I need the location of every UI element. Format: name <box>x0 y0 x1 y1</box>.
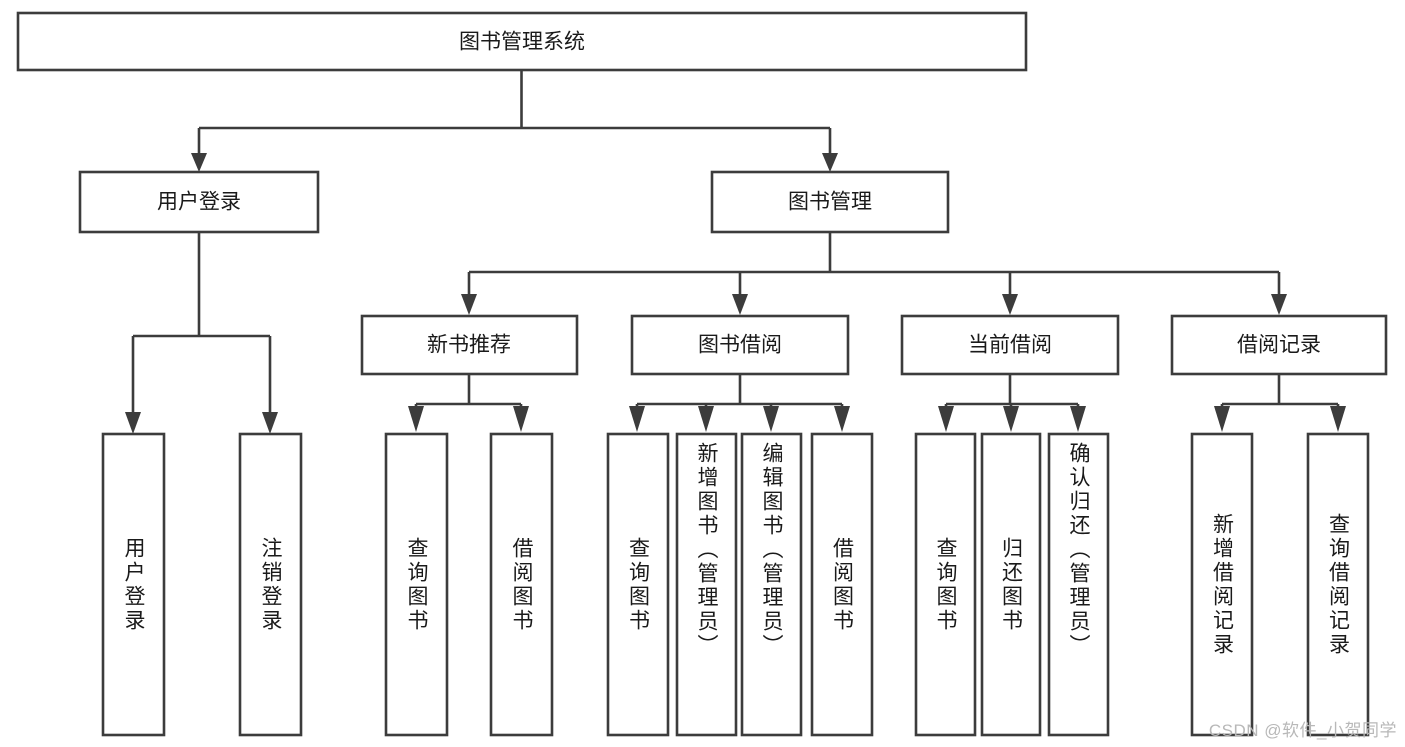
node-borrow-record-box[interactable] <box>1170 314 1388 376</box>
connector-group-root <box>191 70 838 172</box>
leaf-label-wrap-edit-book: 编辑图书（管理员） <box>742 434 801 735</box>
arrow-bb-leaf-3 <box>763 406 779 432</box>
arrow-cb-leaf-2 <box>1003 406 1019 432</box>
connector-group-current-borrow <box>938 375 1086 432</box>
leaf-box-query-book-1[interactable] <box>384 432 449 737</box>
node-book-borrow-label: 图书借阅 <box>698 334 782 357</box>
arrow-bm-to-current-borrow <box>1002 294 1018 315</box>
leaf-label-add-book: 新增图书（管理员） <box>695 442 718 658</box>
leaf-label-wrap-user-login: 用户登录 <box>103 434 164 735</box>
leaf-label-wrap-query-book-3: 查询图书 <box>916 434 975 735</box>
node-new-book-recommend-box[interactable] <box>360 314 579 376</box>
arrow-bb-leaf-1 <box>629 406 645 432</box>
leaf-label-query-record: 查询借阅记录 <box>1326 512 1350 657</box>
leaf-label-user-logout: 注销登录 <box>259 536 282 633</box>
arrow-nbr-leaf-2 <box>513 406 529 432</box>
connector-group-user-login <box>125 232 278 434</box>
leaf-label-return-book: 归还图书 <box>999 536 1023 633</box>
leaf-label-query-book-1: 查询图书 <box>405 536 428 633</box>
arrow-cb-leaf-1 <box>938 406 954 432</box>
arrow-br-leaf-2 <box>1330 406 1346 432</box>
leaf-label-query-book-2: 查询图书 <box>626 536 650 633</box>
leaf-box-query-record[interactable] <box>1306 432 1370 737</box>
leaf-label-wrap-confirm-return: 确认归还（管理员） <box>1049 434 1108 735</box>
leaf-label-borrow-book-2: 借阅图书 <box>830 536 854 633</box>
leaf-label-wrap-add-book: 新增图书（管理员） <box>677 434 736 735</box>
arrow-bb-leaf-2 <box>698 406 714 432</box>
connector-group-borrow-record <box>1214 375 1346 432</box>
connector-group-new-book-recommend <box>408 375 529 432</box>
leaf-label-wrap-user-logout: 注销登录 <box>240 434 301 735</box>
leaf-label-wrap-query-book-1: 查询图书 <box>386 434 447 735</box>
connector-group-book-borrow <box>629 375 850 432</box>
arrow-user-login-leaf-1 <box>125 412 141 434</box>
arrow-bm-to-borrow-record <box>1271 294 1287 315</box>
arrow-bm-to-book-borrow <box>732 294 748 315</box>
leaf-label-wrap-add-record: 新增借阅记录 <box>1192 434 1252 735</box>
leaf-box-borrow-book-2[interactable] <box>810 432 874 737</box>
node-current-borrow-label: 当前借阅 <box>968 334 1052 357</box>
arrow-bb-leaf-4 <box>834 406 850 432</box>
leaf-label-wrap-query-book-2: 查询图书 <box>608 434 668 735</box>
arrow-nbr-leaf-1 <box>408 406 424 432</box>
leaf-box-borrow-book-1[interactable] <box>489 432 554 737</box>
leaf-box-user-login[interactable] <box>101 432 166 737</box>
leaf-box-query-book-2[interactable] <box>606 432 670 737</box>
leaf-label-confirm-return: 确认归还（管理员） <box>1067 442 1090 658</box>
leaf-box-add-book[interactable] <box>675 432 738 737</box>
node-book-management-label: 图书管理 <box>788 191 872 214</box>
arrow-bm-to-new-book-recommend <box>461 294 477 315</box>
arrow-cb-leaf-3 <box>1070 406 1086 432</box>
leaf-box-query-book-3[interactable] <box>914 432 977 737</box>
node-book-management-box[interactable] <box>710 170 950 234</box>
connector-group-book-management <box>461 232 1287 315</box>
leaf-box-add-record[interactable] <box>1190 432 1254 737</box>
arrow-root-to-user-login <box>191 153 207 172</box>
leaf-box-return-book[interactable] <box>980 432 1042 737</box>
node-root-label: 图书管理系统 <box>459 31 585 54</box>
leaf-box-user-logout[interactable] <box>238 432 303 737</box>
arrow-br-leaf-1 <box>1214 406 1230 432</box>
leaf-label-edit-book: 编辑图书（管理员） <box>760 442 783 658</box>
leaf-label-query-book-3: 查询图书 <box>934 536 957 633</box>
watermark-text: CSDN @软件_小贺同学 <box>1208 721 1397 740</box>
leaf-label-user-login: 用户登录 <box>122 536 145 633</box>
leaf-label-wrap-return-book: 归还图书 <box>982 434 1040 735</box>
node-user-login-label: 用户登录 <box>157 191 241 214</box>
leaf-label-add-record: 新增借阅记录 <box>1210 512 1234 657</box>
arrow-root-to-book-management <box>822 153 838 172</box>
node-borrow-record-label: 借阅记录 <box>1237 334 1321 357</box>
node-current-borrow-box[interactable] <box>900 314 1120 376</box>
leaf-label-wrap-borrow-book-2: 借阅图书 <box>812 434 872 735</box>
leaf-label-borrow-book-1: 借阅图书 <box>510 536 533 633</box>
leaf-label-wrap-query-record: 查询借阅记录 <box>1308 434 1368 735</box>
node-book-borrow-box[interactable] <box>630 314 850 376</box>
node-root-box[interactable] <box>16 11 1028 72</box>
node-new-book-recommend-label: 新书推荐 <box>427 334 511 357</box>
node-user-login-box[interactable] <box>78 170 320 234</box>
leaf-box-edit-book[interactable] <box>740 432 803 737</box>
arrow-user-login-leaf-2 <box>262 412 278 434</box>
leaf-label-wrap-borrow-book-1: 借阅图书 <box>491 434 552 735</box>
leaf-box-confirm-return[interactable] <box>1047 432 1110 737</box>
